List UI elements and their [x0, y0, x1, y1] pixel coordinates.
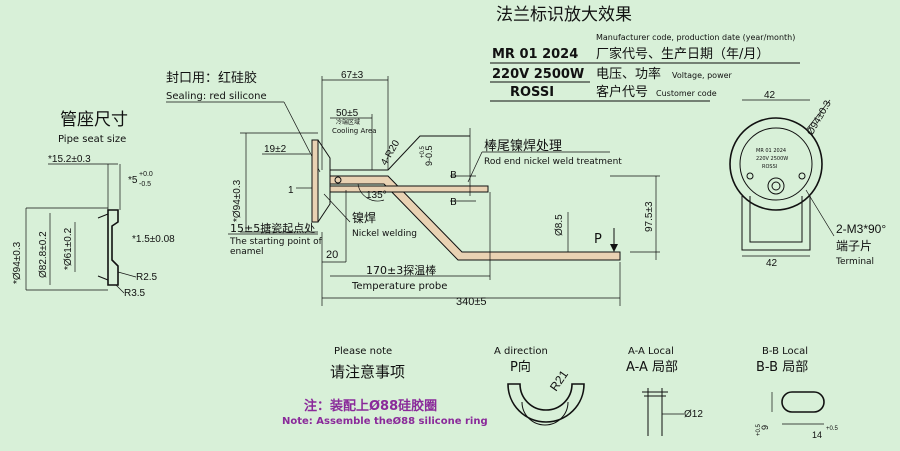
nickel-cn: 镍焊 — [352, 210, 376, 225]
u-bend — [507, 383, 585, 423]
dim-r20: 4-R20 — [379, 138, 402, 167]
marking-line2-en: Voltage, power — [672, 71, 733, 80]
aa-section — [642, 388, 668, 436]
section-b-lower: B — [450, 197, 457, 208]
flange-body — [311, 139, 319, 223]
dim-d19: 19±2 — [264, 144, 287, 155]
dim-d9-tol: +0.5 — [420, 145, 426, 158]
probe-cn: 170±3探温棒 — [366, 263, 436, 277]
marking-mini-3: ROSSI — [762, 164, 777, 170]
dim-d1: 1 — [288, 185, 294, 196]
section-b-upper: B — [450, 170, 457, 181]
dim-d20: 20 — [326, 249, 338, 261]
pipe-seat-en: Pipe seat size — [58, 134, 126, 145]
dim-s94: *Ø94±0.3 — [12, 241, 23, 284]
terminal-spec: 2-M3*90° — [836, 222, 886, 236]
dim-d135: 135° — [366, 190, 387, 201]
pipe-seat-profile — [107, 209, 119, 286]
marking-mini-1: MR 01 2024 — [756, 148, 786, 154]
bb-cn: B-B 局部 — [756, 360, 808, 375]
a-direction-en: A direction — [494, 346, 548, 357]
enamel-cn: 15±5搪瓷起点处 — [230, 221, 315, 235]
dim-d94: *Ø94±0.3 — [232, 179, 243, 222]
rod-end-cn: 棒尾镍焊处理 — [484, 138, 562, 154]
dim-d9: 9-0.5 — [424, 145, 434, 166]
dim-d67: 67±3 — [341, 70, 364, 81]
flange-front-inner — [739, 127, 813, 201]
note-en2: Note: Assemble theØ88 silicone ring — [282, 415, 488, 427]
marking-line3: ROSSI — [510, 85, 554, 100]
dim-d42b: 42 — [766, 258, 778, 269]
dim-s15: *1.5±0.08 — [132, 234, 175, 245]
terminal-en: Terminal — [835, 257, 874, 267]
marking-line1: MR 01 2024 — [492, 47, 578, 62]
dim-bb9: 9 — [760, 425, 770, 430]
note-cn: 请注意事项 — [330, 363, 405, 381]
dim-bb9-tol: +0.5 — [756, 423, 762, 436]
seal-en: Sealing: red silicone — [166, 91, 267, 102]
dim-d42a: 42 — [764, 90, 776, 101]
enamel-en2: enamel — [230, 247, 264, 257]
marking-line2: 220V 2500W — [492, 67, 584, 82]
dim-d94b: Ø94±0.3 — [805, 98, 834, 137]
bb-section-slot — [781, 391, 825, 413]
dim-bb14-tol: +0.5 — [826, 426, 839, 432]
dim-bb14: 14 — [812, 430, 822, 440]
dim-r21: R21 — [547, 367, 571, 393]
dim-d97: 97.5±3 — [644, 201, 655, 232]
cooling-en: Cooling Area — [332, 127, 377, 135]
marking-line3-en: Customer code — [656, 89, 717, 98]
heating-tube-probe — [329, 185, 489, 193]
terminal-cn: 端子片 — [836, 239, 872, 253]
dim-d85: Ø8.5 — [554, 214, 565, 236]
title-cn: 法兰标识放大效果 — [496, 5, 632, 25]
dim-cooling-value: 50±5 — [336, 108, 359, 119]
dim-s5-bottom: -0.5 — [139, 181, 151, 188]
dim-s5-top: +0.0 — [139, 171, 153, 178]
a-direction-cn: P向 — [510, 359, 531, 375]
pipe-seat-cn: 管座尺寸 — [60, 110, 128, 130]
dim-s828: Ø82.8±0.2 — [38, 231, 49, 278]
marking-line1-cn: 厂家代号、生产日期（年/月） — [596, 46, 769, 62]
aa-en: A-A Local — [628, 346, 674, 357]
probe-en: Temperature probe — [351, 281, 447, 292]
enamel-en1: The starting point of — [229, 237, 323, 247]
seal-cn: 封口用：红硅胶 — [166, 70, 257, 86]
cooling-cn: 冷端区域 — [336, 118, 360, 126]
dim-d12: Ø12 — [684, 409, 703, 420]
nickel-en: Nickel welding — [352, 229, 417, 239]
marking-line3-cn: 客户代号 — [596, 84, 648, 100]
view-p-label: P — [594, 232, 602, 247]
rod-end-en: Rod end nickel weld treatment — [484, 157, 622, 167]
dim-r25: R2.5 — [136, 272, 158, 283]
heating-tube-lower — [329, 175, 621, 261]
terminal-loop — [741, 196, 811, 251]
dim-s61: *Ø61±0.2 — [63, 227, 74, 270]
flange-front-outer — [729, 117, 823, 211]
note-en: Please note — [334, 346, 392, 357]
bb-en: B-B Local — [762, 346, 808, 357]
marking-line2-cn: 电压、功率 — [596, 66, 661, 82]
dim-d340: 340±5 — [456, 296, 487, 308]
dim-s152: *15.2±0.3 — [48, 154, 91, 165]
dim-r35: R3.5 — [124, 288, 146, 299]
marking-line1-en: Manufacturer code, production date (year… — [596, 33, 795, 42]
dim-s5: *5 — [128, 175, 138, 186]
marking-mini-2: 220V 2500W — [756, 156, 788, 162]
note-cn2: 注：装配上Ø88硅胶圈 — [304, 398, 437, 414]
aa-cn: A-A 局部 — [626, 360, 678, 375]
